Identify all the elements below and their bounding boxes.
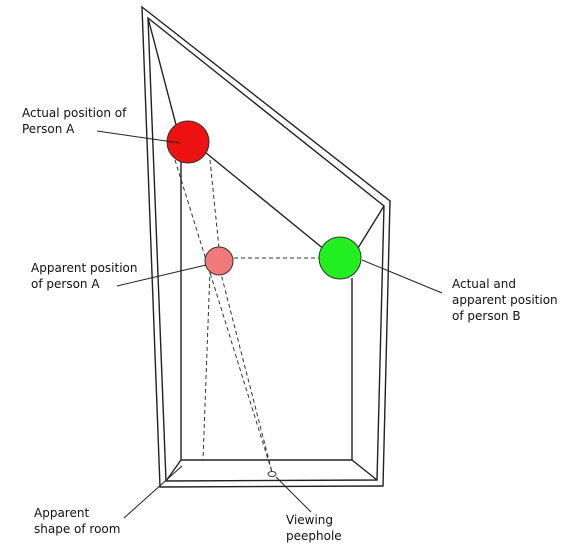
person-a-apparent-marker — [204, 246, 234, 276]
label-person-b: Actual and apparent position of person B — [452, 277, 558, 323]
label-person-a-apparent: Apparent position of person A — [31, 261, 138, 291]
back-wall-lines — [147, 17, 385, 251]
sight-lines — [174, 159, 322, 473]
person-a-actual-marker — [166, 120, 210, 164]
label-apparent-room: Apparent shape of room — [34, 506, 121, 536]
label-person-a-actual: Actual position of Person A — [22, 106, 127, 136]
person-b-marker — [318, 236, 362, 280]
label-peephole: Viewing peephole — [286, 513, 342, 543]
viewing-peephole-marker — [267, 471, 277, 477]
leader-lines — [96, 130, 443, 519]
apparent-room-shape — [165, 160, 378, 482]
